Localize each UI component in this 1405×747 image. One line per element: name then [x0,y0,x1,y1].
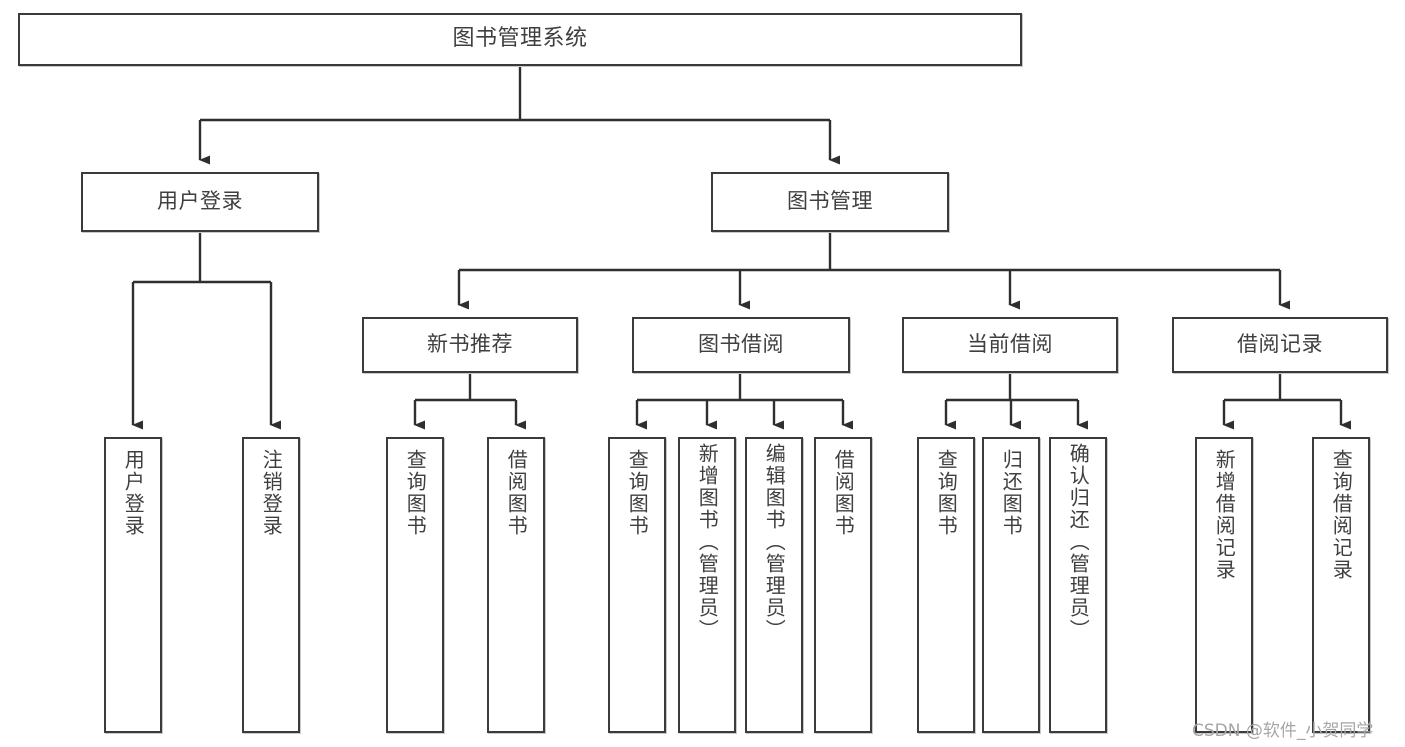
edges-book-borrow-level [635,373,853,430]
node-edit-book-label: 编辑图书（管理员） [762,443,787,641]
node-return-book-label: 归还图书 [999,449,1024,537]
csdn-watermark: CSDN @软件_小贺同学 [1192,721,1374,741]
node-root-system-label: 图书管理系统 [452,26,588,52]
node-borrow-book-2-label: 借阅图书 [831,449,856,537]
node-add-borrow-record[interactable]: 新增借阅记录 [1195,437,1253,733]
node-query-book-2-label: 查询图书 [625,449,650,537]
node-query-book-2[interactable]: 查询图书 [608,437,666,733]
node-confirm-return[interactable]: 确认归还（管理员） [1049,437,1107,733]
node-current-borrow-label: 当前借阅 [967,332,1053,357]
node-borrow-record[interactable]: 借阅记录 [1172,317,1388,373]
node-query-book-1[interactable]: 查询图书 [386,437,444,733]
node-add-borrow-record-label: 新增借阅记录 [1212,449,1237,581]
node-borrow-book-2[interactable]: 借阅图书 [814,437,872,733]
node-user-login-do[interactable]: 用户登录 [104,437,162,733]
node-book-manage[interactable]: 图书管理 [711,172,949,232]
node-edit-book[interactable]: 编辑图书（管理员） [745,437,803,733]
node-user-login[interactable]: 用户登录 [81,172,319,232]
node-query-book-3-label: 查询图书 [934,449,959,537]
node-borrow-book-1-label: 借阅图书 [504,449,529,537]
node-book-manage-label: 图书管理 [787,189,873,214]
edges-root-level [198,66,840,165]
node-user-logout-label: 注销登录 [259,449,284,537]
node-new-book-recommend[interactable]: 新书推荐 [362,317,578,373]
edges-book-manage-level [457,232,1290,310]
node-root-system[interactable]: 图书管理系统 [18,13,1022,66]
edges-new-book-recommend-level [413,373,526,430]
node-user-logout[interactable]: 注销登录 [242,437,300,733]
edges-user-login-level [131,232,281,430]
node-add-book[interactable]: 新增图书（管理员） [678,437,736,733]
node-confirm-return-label: 确认归还（管理员） [1066,443,1091,641]
node-book-borrow[interactable]: 图书借阅 [632,317,850,373]
node-user-login-label: 用户登录 [157,189,243,214]
node-query-book-3[interactable]: 查询图书 [917,437,975,733]
node-borrow-record-label: 借阅记录 [1237,332,1323,357]
node-current-borrow[interactable]: 当前借阅 [902,317,1118,373]
node-query-borrow-record[interactable]: 查询借阅记录 [1312,437,1370,733]
node-book-borrow-label: 图书借阅 [698,332,784,357]
node-user-login-do-label: 用户登录 [121,449,146,537]
node-query-borrow-record-label: 查询借阅记录 [1329,449,1354,581]
node-borrow-book-1[interactable]: 借阅图书 [487,437,545,733]
node-return-book[interactable]: 归还图书 [982,437,1040,733]
node-new-book-recommend-label: 新书推荐 [427,332,513,357]
node-query-book-1-label: 查询图书 [403,449,428,537]
edges-borrow-record-level [1222,373,1351,430]
node-add-book-label: 新增图书（管理员） [695,443,720,641]
edges-current-borrow-level [944,373,1088,430]
